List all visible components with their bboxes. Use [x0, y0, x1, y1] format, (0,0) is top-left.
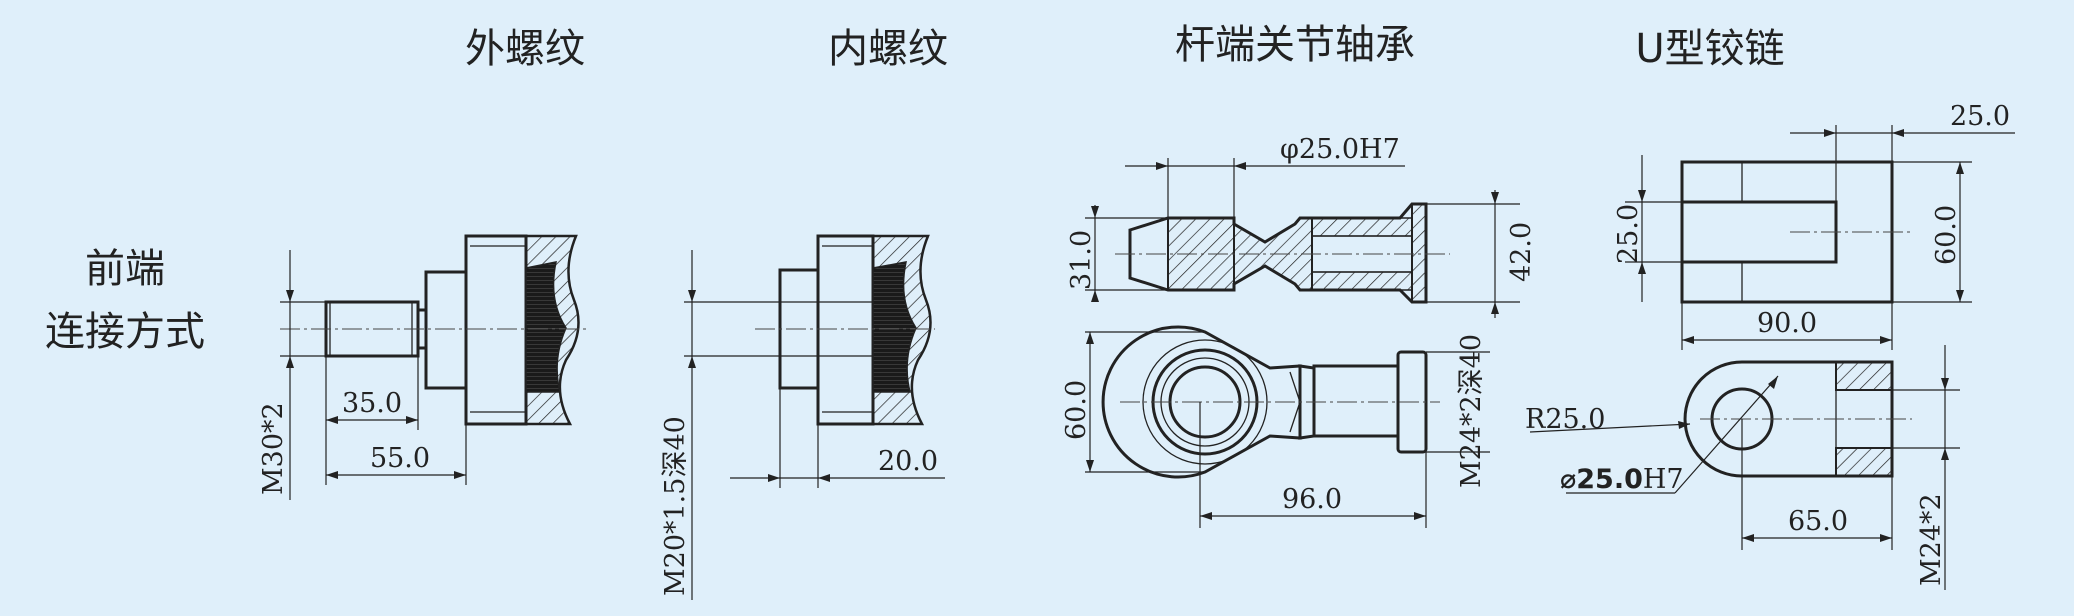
- external-thread-shoulder: [424, 270, 468, 390]
- u-clevis-dim-60: 60.0: [1931, 205, 1962, 265]
- rod-end-bearing-top-view: φ25.0H7 31.0 42.0: [1066, 134, 1537, 318]
- rod-end-thread-label: M24*2深40: [1456, 334, 1487, 488]
- internal-thread-cap: [816, 234, 875, 426]
- external-thread-dim-55: 55.0: [370, 443, 430, 474]
- internal-thread-thread-label: M20*1.5深40: [660, 416, 691, 596]
- header-u-clevis: U型铰链: [1635, 26, 1784, 72]
- external-thread-dim-35: 35.0: [342, 388, 402, 419]
- row-label-line2: 连接方式: [45, 309, 205, 355]
- u-clevis-dim-25-slot: 25.0: [1613, 204, 1644, 264]
- u-clevis-top-view: 25.0 25.0 60.0 90.0: [1613, 101, 2015, 350]
- external-thread-drawing: M30*2 35.0 55.0: [258, 234, 588, 500]
- u-clevis-bore-fit: H7: [1643, 464, 1684, 495]
- u-clevis-dim-90: 90.0: [1757, 308, 1817, 339]
- rod-end-bearing-front-view: 60.0 M24*2深40 96.0: [1061, 325, 1490, 528]
- internal-thread-drawing: M20*1.5深40 20.0: [660, 234, 945, 600]
- rod-end-bore-label: φ25.0H7: [1280, 134, 1400, 165]
- external-thread-thread-label: M30*2: [258, 402, 289, 495]
- rod-end-dim-96: 96.0: [1282, 484, 1342, 515]
- header-rod-end-bearing: 杆端关节轴承: [1175, 22, 1415, 68]
- rod-end-dim-60: 60.0: [1061, 380, 1092, 440]
- internal-thread-dim-20: 20.0: [878, 446, 938, 477]
- u-clevis-bore-bold: ⌀25.0: [1560, 464, 1643, 495]
- u-clevis-dim-25-width: 25.0: [1950, 101, 2010, 132]
- header-internal-thread: 内螺纹: [828, 26, 948, 72]
- row-label-line1: 前端: [85, 246, 165, 292]
- u-clevis-radius-label: R25.0: [1525, 404, 1605, 435]
- rod-end-dim-42: 42.0: [1506, 222, 1537, 282]
- u-clevis-front-view: M24*2 R25.0 ⌀25.0H7 65.0: [1525, 345, 1960, 590]
- header-external-thread: 外螺纹: [465, 26, 585, 72]
- u-clevis-dim-65: 65.0: [1788, 506, 1848, 537]
- external-thread-cap: [464, 234, 528, 426]
- u-clevis-bore-label: ⌀25.0H7: [1560, 464, 1684, 495]
- rod-end-dim-31: 31.0: [1066, 230, 1097, 290]
- u-clevis-thread-label: M24*2: [1916, 493, 1947, 586]
